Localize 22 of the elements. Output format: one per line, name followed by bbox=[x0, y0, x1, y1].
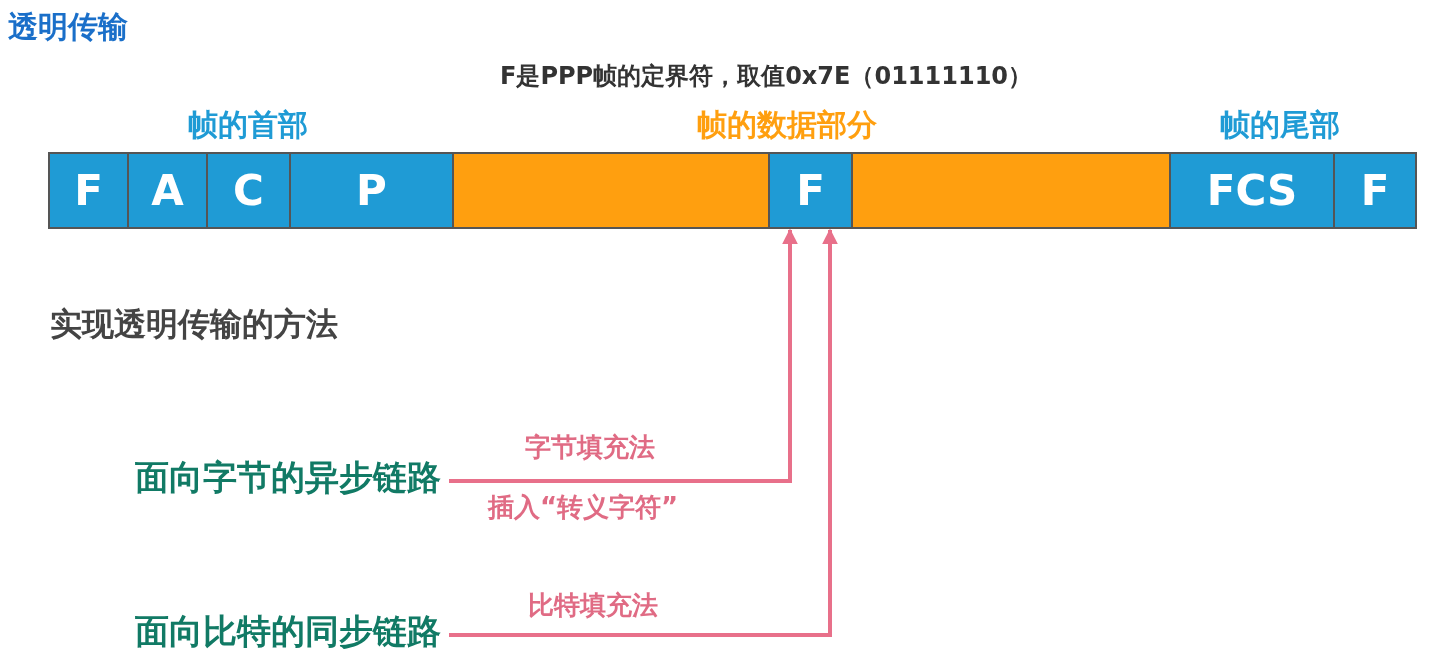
link-type-label: 面向字节的异步链路 bbox=[135, 460, 441, 494]
frame-field: A bbox=[127, 152, 208, 229]
frame-field: F bbox=[48, 152, 129, 229]
section-heading: 实现透明传输的方法 bbox=[50, 308, 338, 340]
frame-field: P bbox=[289, 152, 454, 229]
data-field bbox=[452, 152, 770, 229]
group-heading: 帧的尾部 bbox=[1220, 110, 1340, 140]
frame-field: FCS bbox=[1169, 152, 1335, 229]
link-type-label: 面向比特的同步链路 bbox=[135, 614, 441, 648]
frame-field: C bbox=[206, 152, 291, 229]
data-field bbox=[851, 152, 1171, 229]
group-heading: 帧的数据部分 bbox=[697, 110, 877, 140]
arrow bbox=[449, 228, 838, 637]
note-text: F是PPP帧的定界符，取值0x7E（01111110） bbox=[500, 64, 1033, 88]
title-text: 透明传输 bbox=[8, 12, 128, 42]
frame-field: F bbox=[768, 152, 853, 229]
frame-field: F bbox=[1333, 152, 1417, 229]
method-note: 插入“转义字符” bbox=[488, 494, 679, 520]
edge-label: 比特填充法 bbox=[528, 592, 658, 618]
group-heading: 帧的首部 bbox=[188, 110, 308, 140]
arrow bbox=[449, 228, 798, 483]
edge-label: 字节填充法 bbox=[525, 434, 655, 460]
